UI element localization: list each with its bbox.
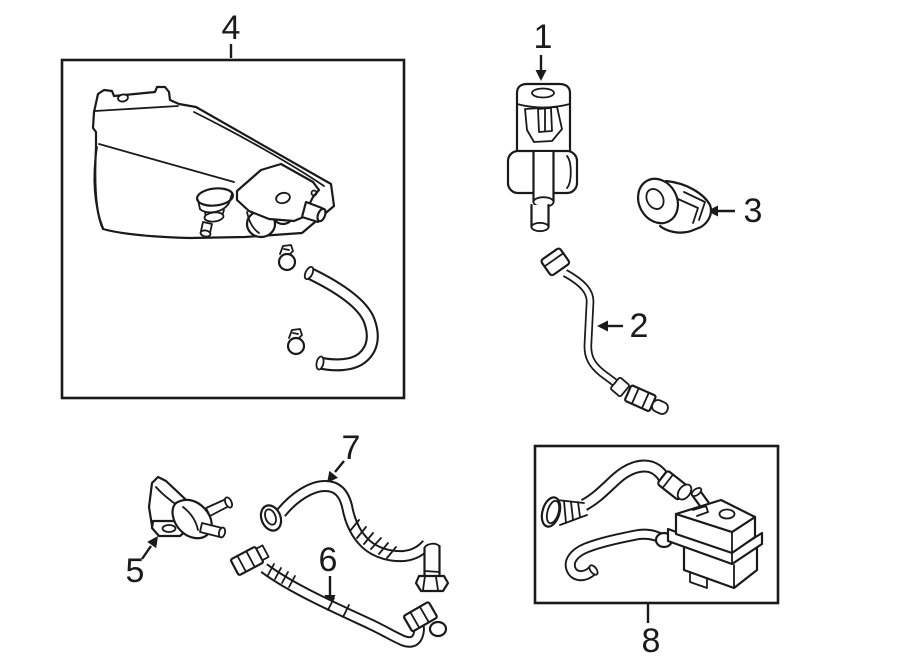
callout-5-leader — [141, 545, 152, 560]
hose-6-corrugation — [267, 563, 296, 588]
callout-5-arrowhead — [147, 536, 158, 549]
vacuum-valve-drawing — [506, 82, 579, 233]
canister-top-back-line — [193, 111, 325, 187]
callout-3-label[interactable]: 3 — [744, 192, 763, 230]
hose-7-hex-fitting — [414, 574, 450, 593]
charcoal-canister-drawing — [91, 85, 379, 372]
canister-tab-hole — [117, 93, 129, 103]
callout-8-label[interactable]: 8 — [642, 622, 661, 660]
part-7-group: 7 — [259, 429, 450, 593]
filter-box — [666, 487, 764, 590]
check-valve-drawing — [147, 475, 233, 540]
canister-hose — [303, 266, 379, 372]
o2-collar — [610, 376, 630, 398]
hose-clamp-icon — [286, 328, 306, 356]
hose-6-port-ball — [428, 620, 448, 638]
callout-1-arrowhead — [535, 70, 547, 81]
filter-box-top-hole — [718, 508, 736, 520]
part-6-group: 6 — [230, 541, 448, 648]
callout-6-label[interactable]: 6 — [319, 541, 338, 579]
canister-port-end — [316, 207, 327, 223]
hose-7-drawing — [259, 479, 450, 593]
part-3-group: 3 — [636, 177, 763, 234]
canister-bracket-pinhole — [310, 189, 318, 197]
callout-4-label[interactable]: 4 — [222, 9, 241, 47]
vsv-top-port-hole — [531, 87, 555, 99]
o2-cable — [562, 269, 621, 389]
hose-6-sleeve — [327, 597, 350, 618]
part-1-group: 1 — [506, 18, 579, 233]
canister-ridge-line — [98, 143, 235, 183]
canister-cap — [195, 187, 235, 223]
part-8-group: 8 — [533, 444, 780, 660]
o2-connector — [540, 247, 571, 277]
filter-box-port-tab — [690, 487, 711, 508]
oxygen-sensor-drawing — [540, 247, 669, 415]
canister-bracket-hole — [275, 191, 291, 205]
knock-sensor-drawing — [636, 177, 713, 234]
callout-1-label[interactable]: 1 — [534, 18, 553, 56]
canister-tab-fold-line — [94, 105, 179, 112]
filter-hose-upper — [540, 459, 693, 528]
callout-3-arrowhead — [707, 205, 718, 217]
vsv-outlet-tube — [530, 150, 555, 233]
callout-7-label[interactable]: 7 — [342, 429, 361, 467]
hose-clamp-icon — [277, 244, 297, 272]
o2-sensor-tip — [651, 399, 669, 415]
knock-sensor-bolt-hole — [645, 188, 665, 210]
callout-7-leader — [334, 460, 345, 473]
callout-5-label[interactable]: 5 — [126, 552, 145, 590]
filter-box-top-face — [674, 498, 757, 534]
filter-assembly-drawing — [540, 459, 764, 590]
canister-valve-seam — [246, 211, 260, 234]
hose-6-drawing — [230, 544, 448, 648]
callout-2-arrowhead — [597, 320, 608, 332]
part-5-group: 5 — [126, 475, 233, 590]
filter-box-notch — [692, 505, 709, 517]
canister-nipple-end — [199, 229, 212, 238]
callout-7-arrowhead — [327, 470, 338, 483]
part-4-group: 4 — [60, 9, 406, 400]
canister-left-cap-line — [93, 146, 104, 229]
callout-2-label[interactable]: 2 — [630, 307, 649, 345]
hose-6-hex-fitting-left — [230, 544, 270, 576]
hose-6-hex-fitting-right — [403, 601, 438, 633]
valve5-tab-hole — [161, 524, 177, 533]
o2-hex-nut — [624, 384, 669, 415]
hose-7-end-tube — [423, 542, 441, 578]
hose-7-corrugation — [349, 519, 397, 559]
part-2-group: 2 — [540, 247, 669, 415]
